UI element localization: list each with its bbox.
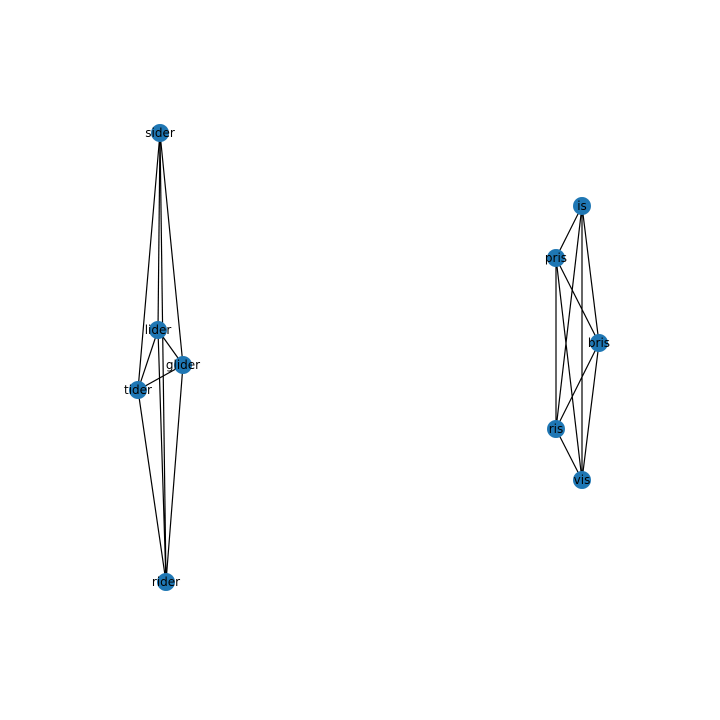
edge-glider-rider [165, 364, 184, 583]
edge-is-pris [555, 205, 583, 259]
node-circle-ris [547, 420, 565, 438]
node-vis: vis [573, 471, 591, 489]
node-label-lider: lider [145, 323, 172, 337]
node-label-pris: pris [545, 251, 567, 265]
node-sider: sider [145, 124, 175, 142]
node-circle-is [573, 197, 591, 215]
node-circle-vis [573, 471, 591, 489]
edge-is-bris [581, 205, 600, 344]
node-circle-pris [547, 249, 565, 267]
edge-bris-ris [555, 342, 600, 430]
node-bris: bris [588, 334, 610, 352]
edge-pris-vis [555, 257, 583, 481]
node-label-vis: vis [574, 473, 591, 487]
node-glider: glider [166, 356, 200, 374]
edge-lider-tider [137, 329, 159, 391]
edge-ris-vis [555, 428, 583, 481]
node-label-sider: sider [145, 126, 175, 140]
node-layer: sider lider glider tider rider is pris bris ris v… [124, 124, 610, 591]
node-pris: pris [545, 249, 567, 267]
node-circle-sider [151, 124, 169, 142]
node-label-rider: rider [152, 575, 180, 589]
node-label-tider: tider [124, 383, 152, 397]
edge-sider-glider [159, 132, 184, 366]
edge-lider-rider [157, 329, 167, 583]
node-circle-glider [174, 356, 192, 374]
node-lider: lider [145, 321, 172, 339]
edge-pris-bris [555, 257, 600, 344]
edge-tider-rider [137, 389, 167, 583]
node-label-glider: glider [166, 358, 200, 372]
edge-sider-lider [157, 132, 161, 331]
node-ris: ris [547, 420, 565, 438]
edge-is-ris [555, 205, 583, 430]
node-circle-bris [590, 334, 608, 352]
edge-layer [137, 132, 600, 583]
edge-sider-rider [159, 132, 167, 583]
node-label-is: is [577, 199, 587, 213]
node-tider: tider [124, 381, 152, 399]
node-circle-rider [157, 573, 175, 591]
node-is: is [573, 197, 591, 215]
edge-sider-tider [137, 132, 161, 391]
node-circle-tider [129, 381, 147, 399]
node-label-ris: ris [549, 422, 564, 436]
node-circle-lider [149, 321, 167, 339]
node-rider: rider [152, 573, 180, 591]
node-label-bris: bris [588, 336, 610, 350]
edge-bris-vis [581, 342, 600, 481]
